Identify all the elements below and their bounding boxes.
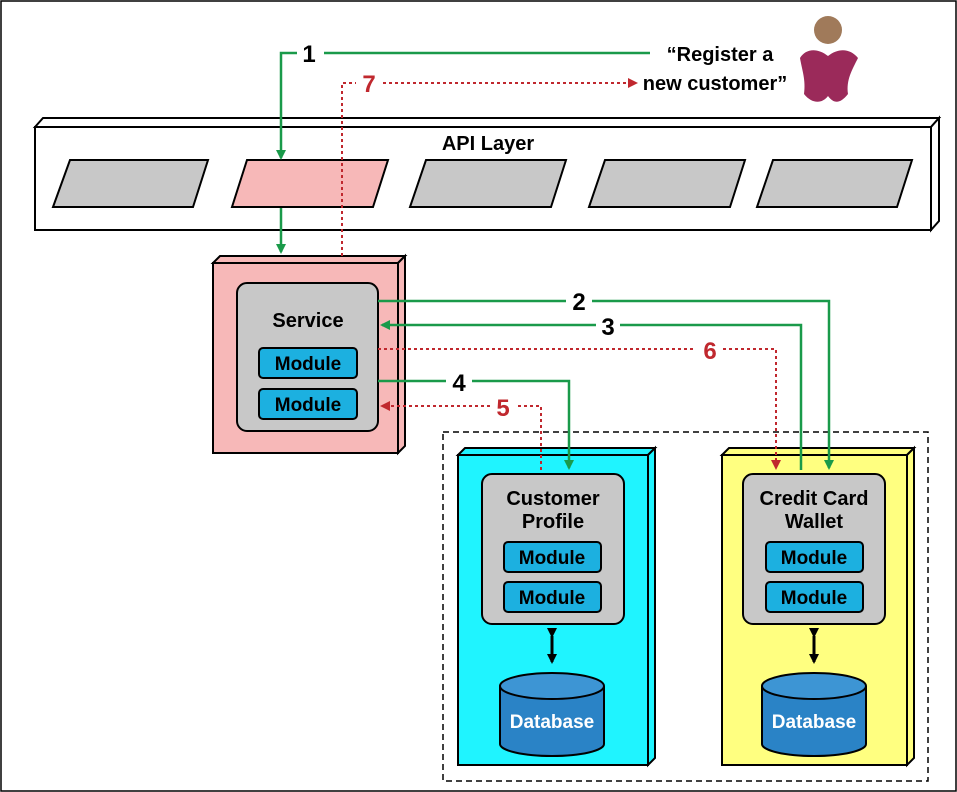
- api-endpoint-5: [755, 159, 914, 208]
- request-quote-line1: “Register a: [667, 44, 775, 66]
- customer-profile-label-line1: Customer: [506, 488, 600, 510]
- service-module-1: [258, 347, 358, 379]
- customer-module-2: [503, 581, 602, 613]
- arrow-step-2: [378, 299, 834, 470]
- arrow-step-3: [380, 320, 803, 470]
- customer-module-1-label: Module: [519, 548, 586, 569]
- wallet-label-line2: Wallet: [785, 511, 843, 533]
- arrow-step-7: [341, 78, 638, 256]
- wallet-module-1-label: Module: [781, 548, 848, 569]
- wallet-database-icon: Database: [761, 672, 867, 757]
- api-endpoint-register: [230, 159, 390, 208]
- arrow-step-1: [276, 51, 650, 160]
- service-container: Service Module Module: [210, 253, 408, 456]
- arrow-step-6: [378, 348, 781, 470]
- customer-profile-label-line2: Profile: [522, 511, 584, 533]
- customer-module-2-label: Module: [519, 588, 586, 609]
- step-3-label: 3: [601, 314, 614, 341]
- step-7-label: 7: [362, 71, 375, 98]
- person-icon: [800, 16, 858, 102]
- service-module-1-label: Module: [275, 354, 342, 375]
- arrow-step-4: [378, 379, 574, 470]
- wallet-module-2: [765, 581, 864, 613]
- api-endpoint-1: [51, 159, 210, 208]
- wallet-label-line1: Credit Card: [760, 488, 869, 510]
- domain-boundary: [442, 431, 929, 782]
- step-1-label: 1: [302, 41, 315, 68]
- api-endpoint-3: [408, 159, 568, 208]
- service-module-2-label: Module: [275, 395, 342, 416]
- customer-database-label: Database: [510, 712, 595, 733]
- wallet-module-2-label: Module: [781, 588, 848, 609]
- step-4-label: 4: [452, 370, 466, 397]
- api-layer-label: API Layer: [442, 133, 534, 155]
- request-quote-line2: new customer”: [643, 73, 787, 95]
- step-5-label: 5: [496, 395, 509, 422]
- step-6-label: 6: [703, 338, 716, 365]
- step-2-label: 2: [572, 289, 585, 316]
- customer-profile-container: Customer Profile Module Module: [455, 445, 658, 768]
- service-label: Service: [272, 310, 343, 332]
- wallet-database-label: Database: [772, 712, 857, 733]
- customer-database-icon: Database: [499, 672, 605, 757]
- api-endpoint-4: [587, 159, 747, 208]
- customer-module-1: [503, 541, 602, 573]
- wallet-module-1: [765, 541, 864, 573]
- service-module-2: [258, 388, 358, 420]
- arrow-step-5: [380, 401, 542, 470]
